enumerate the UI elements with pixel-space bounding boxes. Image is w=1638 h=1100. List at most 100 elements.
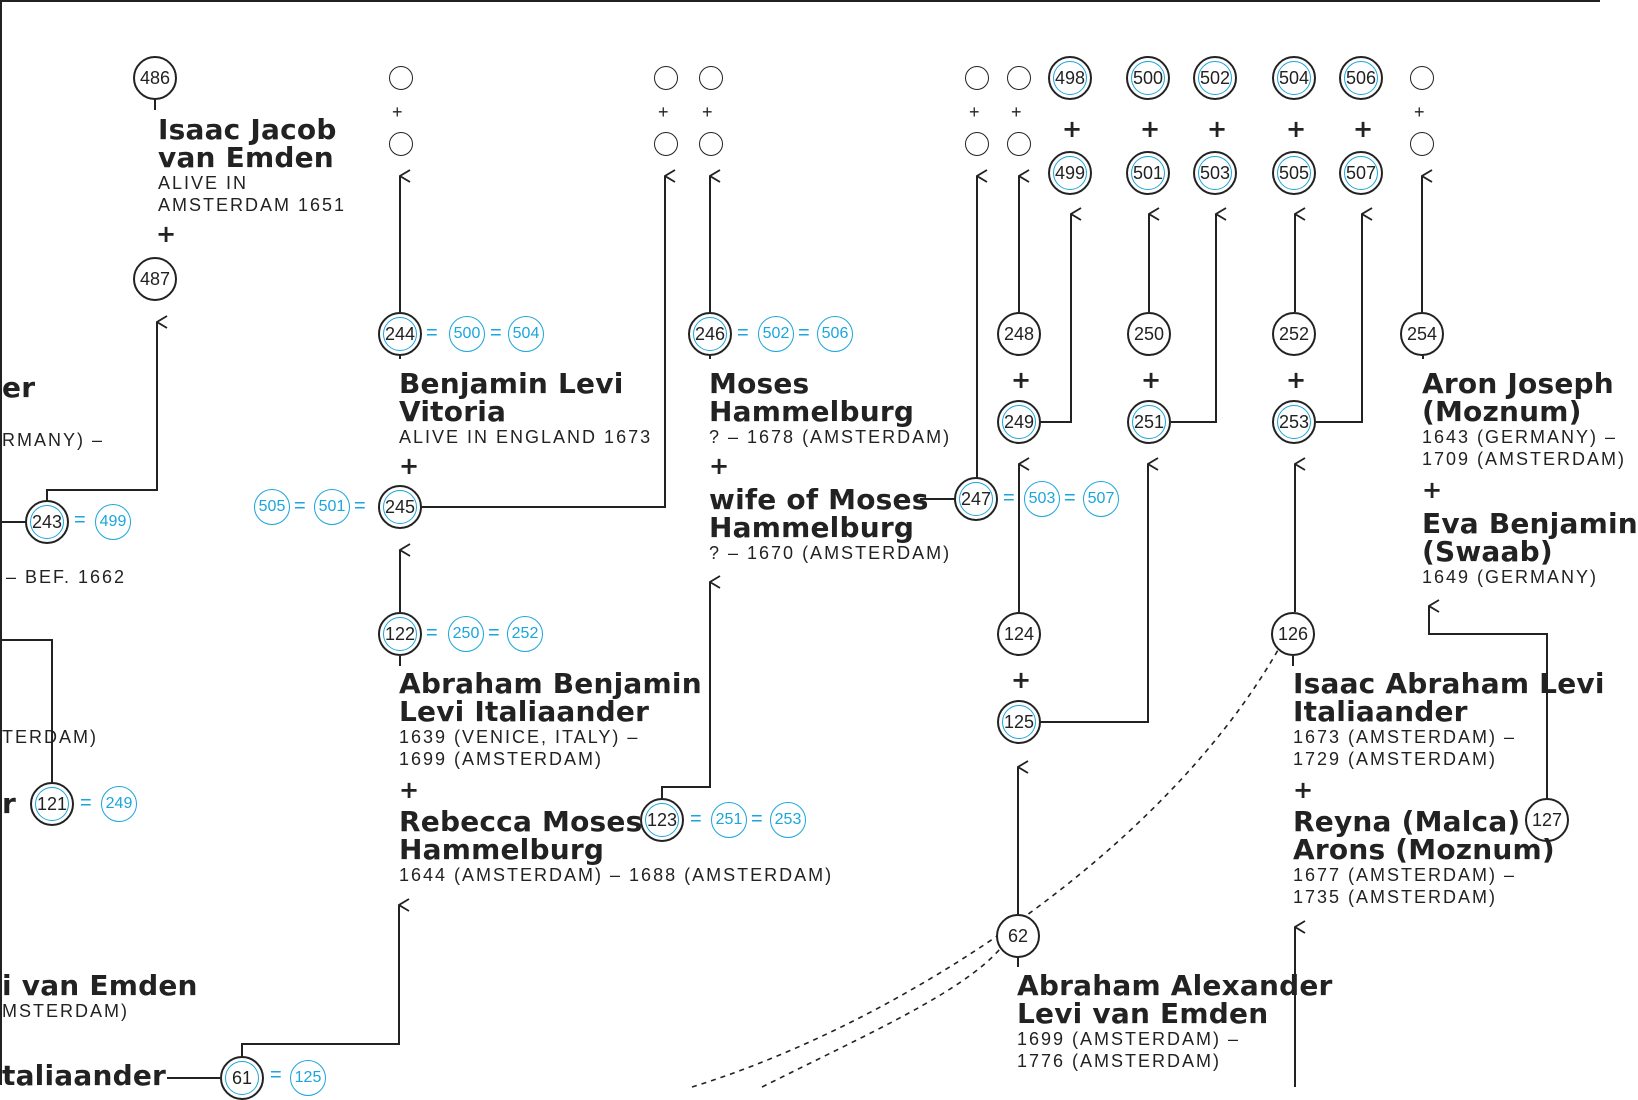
node-247[interactable]: 247 <box>954 477 998 521</box>
plus-sign: + <box>399 452 420 480</box>
person-rebecca-moses-hammelburg[interactable]: Rebecca Moses Hammelburg 1644 (AMSTERDAM… <box>399 808 833 886</box>
cropped-info-fragment: MSTERDAM) <box>2 1001 129 1021</box>
person-name: Eva Benjamin <box>1422 507 1638 540</box>
line-243-487 <box>46 322 157 522</box>
person-name: Moses <box>709 367 810 400</box>
duplicate-ref-252[interactable]: 252 <box>507 616 543 652</box>
duplicate-equals: = <box>490 322 502 344</box>
person-abraham-benjamin-levi-italiaander[interactable]: Abraham Benjamin Levi Italiaander 1639 (… <box>399 670 702 770</box>
person-wife-of-moses-hammelburg[interactable]: wife of Moses Hammelburg ? – 1670 (AMSTE… <box>709 486 951 564</box>
node-125[interactable]: 125 <box>997 700 1041 744</box>
duplicate-ref-502[interactable]: 502 <box>758 316 794 352</box>
node-251[interactable]: 251 <box>1127 400 1171 444</box>
duplicate-ref-253[interactable]: 253 <box>770 802 806 838</box>
duplicate-ref-505[interactable]: 505 <box>254 489 290 525</box>
duplicate-ref-249[interactable]: 249 <box>101 786 137 822</box>
duplicate-ref-125[interactable]: 125 <box>290 1060 326 1096</box>
node-124[interactable]: 124 <box>997 612 1041 656</box>
unknown-parent-circle[interactable] <box>654 66 678 90</box>
person-benjamin-levi-vitoria[interactable]: Benjamin Levi Vitoria ALIVE IN ENGLAND 1… <box>399 370 652 448</box>
node-505[interactable]: 505 <box>1272 151 1316 195</box>
node-127[interactable]: 127 <box>1525 798 1569 842</box>
node-122[interactable]: 122 <box>378 612 422 656</box>
line-61-rebecca <box>241 905 399 1070</box>
unknown-parent-circle[interactable] <box>389 66 413 90</box>
node-123[interactable]: 123 <box>640 798 684 842</box>
node-62[interactable]: 62 <box>996 914 1040 958</box>
unknown-parent-circle[interactable] <box>1410 132 1434 156</box>
person-abraham-alexander-levi-van-emden[interactable]: Abraham Alexander Levi van Emden 1699 (A… <box>1017 972 1333 1072</box>
node-498[interactable]: 498 <box>1048 56 1092 100</box>
person-isaac-jacob-van-emden[interactable]: Isaac Jacob van Emden ALIVE IN AMSTERDAM… <box>158 116 346 216</box>
unknown-parent-circle[interactable] <box>699 66 723 90</box>
node-254[interactable]: 254 <box>1400 312 1444 356</box>
plus-sign: + <box>1140 115 1161 143</box>
line-123-wife <box>661 582 710 802</box>
node-502[interactable]: 502 <box>1193 56 1237 100</box>
duplicate-ref-251[interactable]: 251 <box>711 802 747 838</box>
line-125-251 <box>1040 464 1148 723</box>
duplicate-equals: = <box>1064 487 1076 509</box>
person-name: Isaac Abraham Levi <box>1293 667 1605 700</box>
cropped-info-fragment: TERDAM) <box>2 727 98 747</box>
node-500[interactable]: 500 <box>1126 56 1170 100</box>
node-246[interactable]: 246 <box>688 312 732 356</box>
duplicate-ref-504[interactable]: 504 <box>508 316 544 352</box>
person-name: Levi van Emden <box>1017 997 1269 1030</box>
plus-sign: + <box>702 102 713 122</box>
unknown-parent-circle[interactable] <box>699 132 723 156</box>
node-486[interactable]: 486 <box>133 56 177 100</box>
node-504[interactable]: 504 <box>1272 56 1316 100</box>
duplicate-equals: = <box>354 495 366 517</box>
duplicate-ref-499[interactable]: 499 <box>95 504 131 540</box>
person-name: Aron Joseph <box>1422 367 1614 400</box>
person-info: 1729 (AMSTERDAM) <box>1293 749 1498 769</box>
unknown-parent-circle[interactable] <box>389 132 413 156</box>
duplicate-ref-507[interactable]: 507 <box>1083 481 1119 517</box>
duplicate-ref-503[interactable]: 503 <box>1024 481 1060 517</box>
node-253[interactable]: 253 <box>1272 400 1316 444</box>
person-isaac-abraham-levi-italiaander[interactable]: Isaac Abraham Levi Italiaander 1673 (AMS… <box>1293 670 1605 770</box>
line-121-up <box>2 639 53 787</box>
node-126[interactable]: 126 <box>1271 612 1315 656</box>
node-249[interactable]: 249 <box>997 400 1041 444</box>
unknown-parent-circle[interactable] <box>1007 66 1031 90</box>
node-243[interactable]: 243 <box>25 500 69 544</box>
duplicate-ref-250[interactable]: 250 <box>448 616 484 652</box>
duplicate-ref-501[interactable]: 501 <box>314 489 350 525</box>
person-aron-joseph-moznum[interactable]: Aron Joseph (Moznum) 1643 (GERMANY) – 17… <box>1422 370 1626 470</box>
node-503[interactable]: 503 <box>1193 151 1237 195</box>
line-245-up <box>422 176 665 508</box>
node-252[interactable]: 252 <box>1272 312 1316 356</box>
unknown-parent-circle[interactable] <box>1410 66 1434 90</box>
node-487[interactable]: 487 <box>133 257 177 301</box>
person-info: 1649 (GERMANY) <box>1422 567 1599 587</box>
unknown-parent-circle[interactable] <box>965 66 989 90</box>
node-501[interactable]: 501 <box>1126 151 1170 195</box>
unknown-parent-circle[interactable] <box>965 132 989 156</box>
node-244[interactable]: 244 <box>378 312 422 356</box>
node-250[interactable]: 250 <box>1127 312 1171 356</box>
unknown-parent-circle[interactable] <box>654 132 678 156</box>
node-499[interactable]: 499 <box>1048 151 1092 195</box>
unknown-parent-circle[interactable] <box>1007 132 1031 156</box>
node-245[interactable]: 245 <box>378 485 422 529</box>
duplicate-ref-500[interactable]: 500 <box>449 316 485 352</box>
node-507[interactable]: 507 <box>1339 151 1383 195</box>
duplicate-ref-506[interactable]: 506 <box>817 316 853 352</box>
person-name: (Moznum) <box>1422 395 1582 428</box>
plus-sign: + <box>1207 115 1228 143</box>
plus-sign: + <box>709 452 730 480</box>
duplicate-equals: = <box>426 322 438 344</box>
node-506[interactable]: 506 <box>1339 56 1383 100</box>
person-reyna-malca-arons-moznum[interactable]: Reyna (Malca) Arons (Moznum) 1677 (AMSTE… <box>1293 808 1555 908</box>
plus-sign: + <box>392 102 403 122</box>
plus-sign: + <box>969 102 980 122</box>
node-248[interactable]: 248 <box>997 312 1041 356</box>
node-61[interactable]: 61 <box>220 1056 264 1100</box>
plus-sign: + <box>1011 102 1022 122</box>
node-121[interactable]: 121 <box>30 782 74 826</box>
person-name: Rebecca Moses <box>399 805 643 838</box>
person-moses-hammelburg[interactable]: Moses Hammelburg ? – 1678 (AMSTERDAM) <box>709 370 951 448</box>
person-eva-benjamin-swaab[interactable]: Eva Benjamin (Swaab) 1649 (GERMANY) <box>1422 510 1638 588</box>
